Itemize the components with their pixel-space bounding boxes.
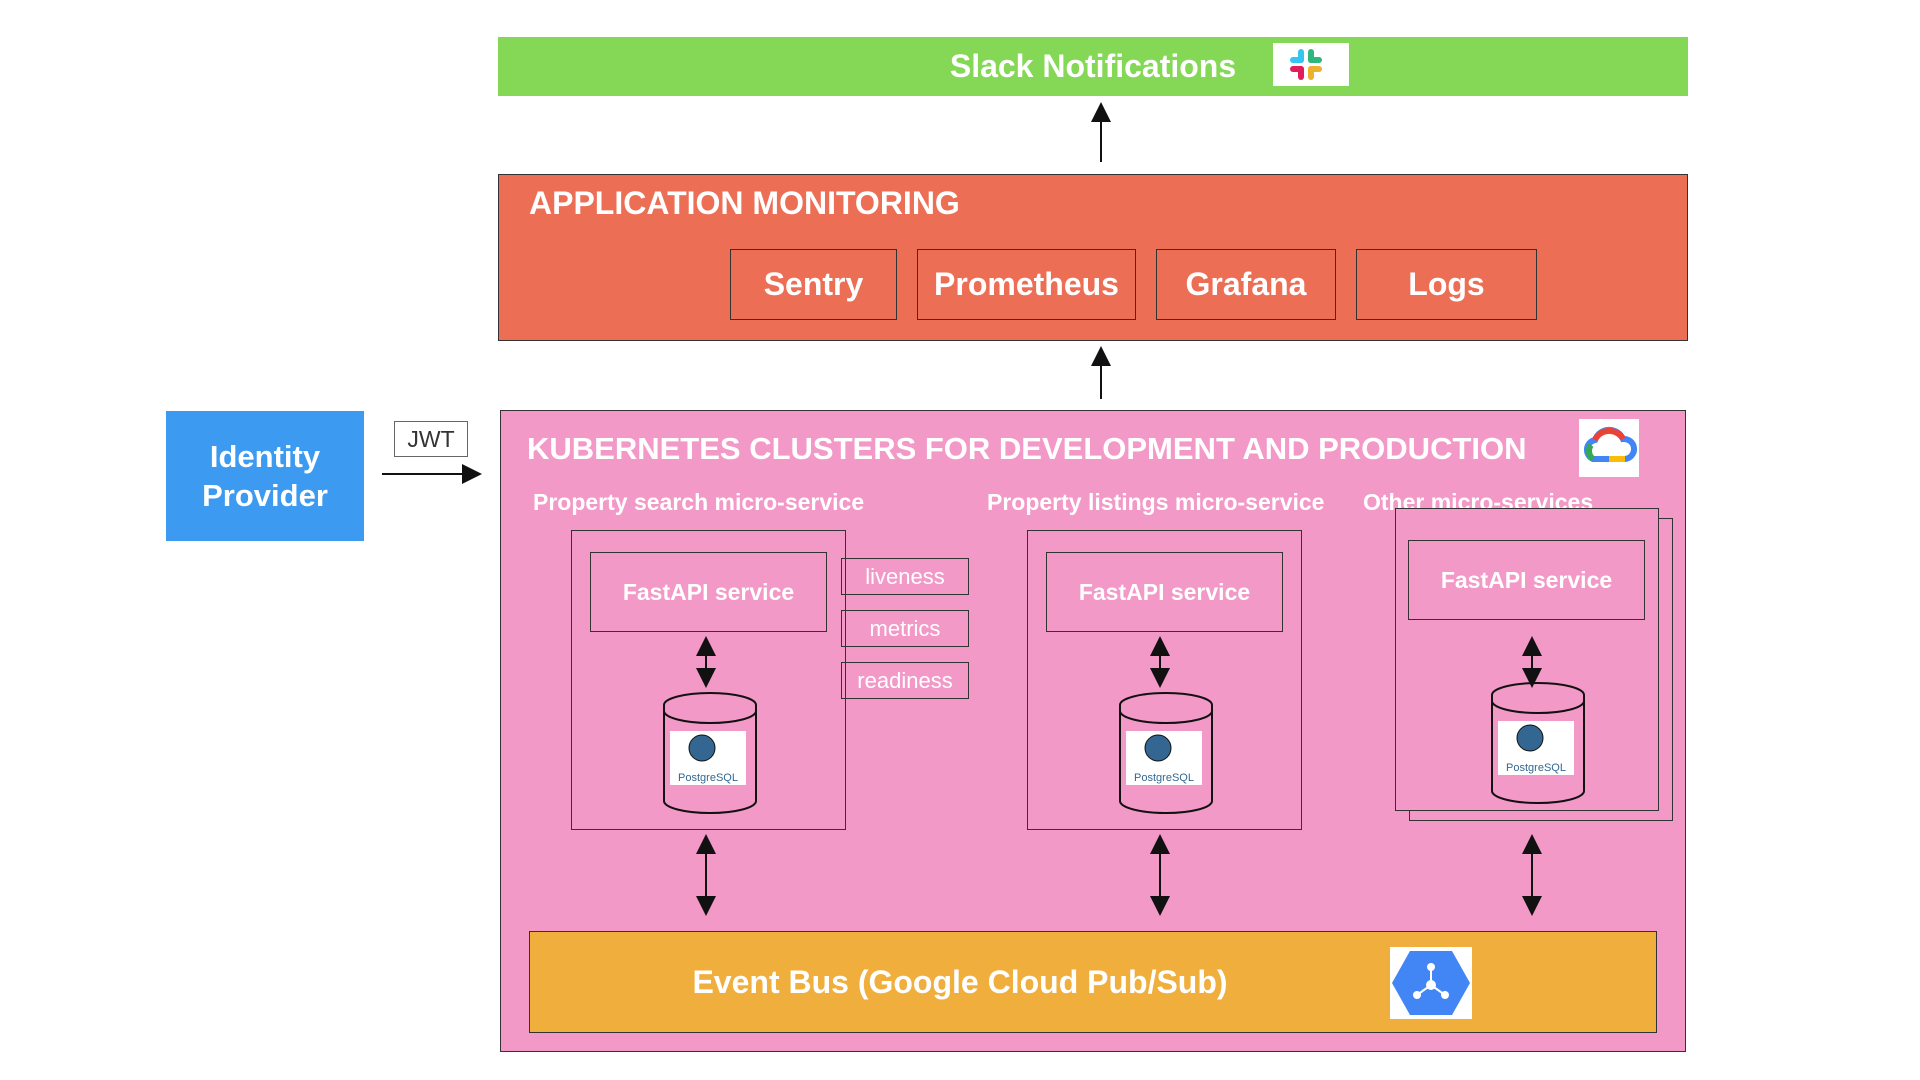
readiness-probe: readiness (841, 662, 969, 699)
service-box-listings: FastAPI service PostgreSQL (1027, 530, 1302, 830)
service-box-search: FastAPI service PostgreSQL (571, 530, 846, 830)
logs-box: Logs (1356, 249, 1537, 320)
event-bus-label: Event Bus (Google Cloud Pub/Sub) (692, 963, 1228, 1000)
jwt-label: JWT (394, 421, 468, 457)
slack-label: Slack Notifications (949, 48, 1237, 84)
postgresql-text: PostgreSQL (678, 772, 738, 784)
identity-provider-box: Identity Provider (166, 411, 364, 541)
grafana-box: Grafana (1156, 249, 1336, 320)
kubernetes-clusters-box: KUBERNETES CLUSTERS FOR DEVELOPMENT AND … (500, 410, 1686, 1052)
postgresql-text: PostgreSQL (1134, 772, 1194, 784)
postgresql-icon: PostgreSQL (662, 691, 758, 815)
k8s-title: KUBERNETES CLUSTERS FOR DEVELOPMENT AND … (527, 431, 1527, 466)
identity-label-line1: Identity (209, 439, 321, 474)
liveness-probe: liveness (841, 558, 969, 595)
slack-icon (1273, 43, 1349, 86)
google-cloud-icon (1579, 419, 1639, 477)
identity-label-line2: Provider (202, 478, 328, 513)
postgresql-icon: PostgreSQL (1118, 691, 1214, 815)
fastapi-box-other: FastAPI service (1408, 540, 1645, 620)
monitoring-title: APPLICATION MONITORING (529, 185, 960, 221)
pubsub-icon (1390, 947, 1472, 1019)
application-monitoring-box: APPLICATION MONITORING Sentry Prometheus… (498, 174, 1688, 341)
metrics-probe: metrics (841, 610, 969, 647)
postgresql-icon: PostgreSQL (1490, 681, 1586, 805)
prometheus-box: Prometheus (917, 249, 1136, 320)
service-title-listings: Property listings micro-service (987, 489, 1325, 515)
service-box-other: FastAPI service PostgreSQL (1395, 508, 1659, 811)
fastapi-box-search: FastAPI service (590, 552, 827, 632)
event-bus-box: Event Bus (Google Cloud Pub/Sub) (529, 931, 1657, 1033)
sentry-box: Sentry (730, 249, 897, 320)
fastapi-box-listings: FastAPI service (1046, 552, 1283, 632)
service-title-search: Property search micro-service (533, 489, 865, 515)
postgresql-text: PostgreSQL (1506, 762, 1566, 774)
slack-notifications-box: Slack Notifications (498, 37, 1688, 96)
